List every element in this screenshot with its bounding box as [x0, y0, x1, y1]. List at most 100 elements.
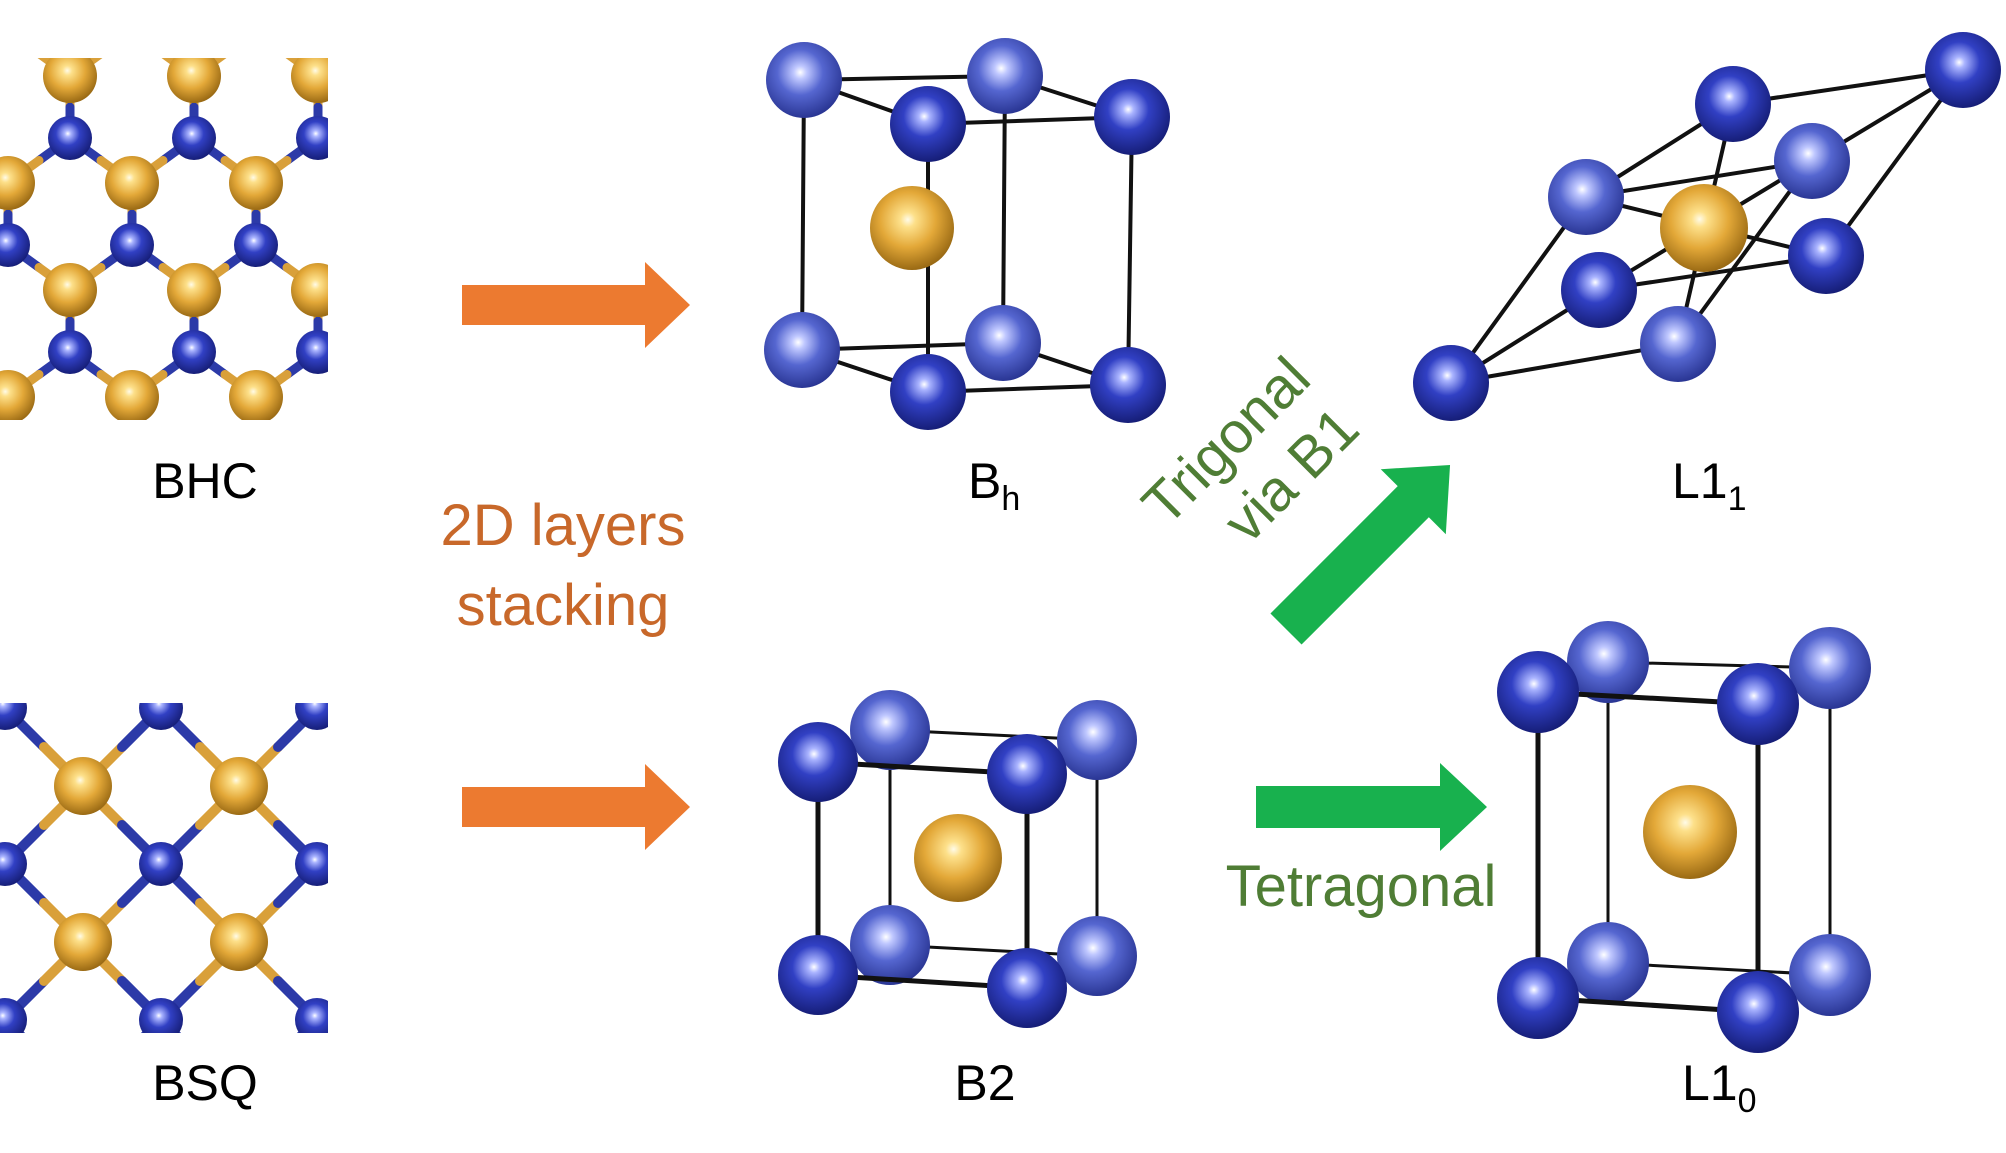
- bhc-gold-atom: [415, 263, 469, 317]
- b2-blue-atom-back: [1057, 916, 1137, 996]
- bsq-bond: [44, 1059, 83, 1098]
- bsq-blue-atom: [0, 842, 27, 886]
- bhc-gold-atom: [477, 370, 531, 424]
- bhc-bond: [349, 459, 380, 482]
- bhc-bond: [70, 482, 101, 505]
- bhc-blue-atom: [172, 544, 216, 588]
- bsq-square-layer: [0, 552, 473, 1098]
- l10-blue-atom-back: [1789, 627, 1871, 709]
- trigonal-arrow: [1270, 464, 1451, 645]
- bhc-blue-atom: [358, 9, 402, 53]
- bhc-bond: [349, 589, 380, 612]
- bhc-bond: [504, 459, 535, 482]
- bhc-blue-atom: [0, 223, 30, 267]
- bhc-blue-atom: [48, 330, 92, 374]
- bhc-blue-atom: [234, 223, 278, 267]
- bh-blue-atom: [890, 354, 966, 430]
- bhc-bond: [442, 54, 473, 77]
- bhc-bond: [318, 482, 349, 505]
- l11-blue-atom-back: [1548, 159, 1624, 235]
- b2-blue-atom-back: [850, 690, 930, 770]
- bhc-bond: [349, 375, 380, 398]
- bhc-gold-atom: [229, 370, 283, 420]
- bhc-bond: [132, 589, 163, 612]
- b2-blue-atom: [987, 948, 1067, 1028]
- bsq-bond: [356, 1059, 395, 1098]
- bsq-gold-atom: [210, 757, 268, 815]
- bhc-gold-atom: [601, 370, 655, 424]
- bsq-bond: [83, 630, 122, 669]
- l11-blue-atom: [1413, 345, 1489, 421]
- b2-blue-atom-back: [850, 905, 930, 985]
- bsq-bond: [156, 703, 174, 713]
- bsq-bond: [0, 552, 5, 591]
- bhc-blue-atom: [606, 223, 650, 267]
- l10-blue-atom-back: [1567, 621, 1649, 703]
- tetragonal-text: Tetragonal: [1226, 854, 1497, 919]
- bhc-bond: [566, 352, 597, 375]
- l11-cell-edge: [1824, 68, 1965, 258]
- bh-unit-cell: [764, 38, 1170, 430]
- bhc-bond: [39, 566, 70, 589]
- bh-cell-edge: [1126, 115, 1134, 387]
- bsq-bond: [44, 630, 83, 669]
- bhc-bond: [597, 161, 628, 184]
- bsq-blue-atom: [295, 703, 328, 730]
- bsq-bond: [0, 703, 18, 713]
- bhc-bond: [597, 375, 628, 398]
- bhc-blue-atom: [420, 116, 464, 160]
- bh-gold-atom: [870, 186, 954, 270]
- bhc-gold-atom: [43, 58, 97, 103]
- bhc-blue-atom: [544, 330, 588, 374]
- bhc-gold-atom: [167, 58, 221, 103]
- bhc-bond: [473, 245, 504, 268]
- bh-blue-atom: [1094, 79, 1170, 155]
- bhc-gold-atom: [291, 58, 328, 103]
- bsq-bond: [434, 825, 473, 864]
- bsq-bond: [356, 942, 395, 981]
- tetragonal-arrow: [1256, 763, 1487, 851]
- bh-blue-atom-back: [965, 305, 1041, 381]
- bhc-bond: [473, 31, 504, 54]
- bhc-blue-atom: [482, 437, 526, 481]
- bsq-bond: [395, 747, 434, 786]
- b2-unit-cell: [778, 690, 1137, 1028]
- bhc-blue-atom: [172, 330, 216, 374]
- bhc-gold-atom: [601, 156, 655, 210]
- bsq-bond: [304, 703, 322, 713]
- l10-blue-atom-back: [1567, 922, 1649, 1004]
- bhc-bond: [597, 245, 628, 268]
- l11-cell-edge: [1449, 195, 1588, 385]
- bhc-blue-atom: [296, 330, 328, 374]
- bhc-blue-atom: [110, 437, 154, 481]
- bhc-bond: [0, 31, 8, 54]
- bhc-bond: [535, 54, 566, 77]
- bsq-bond: [395, 903, 434, 942]
- bhc-bond: [101, 31, 132, 54]
- bh-label: Bh: [968, 453, 1020, 518]
- bsq-gold-atom: [366, 601, 424, 659]
- bhc-bond: [411, 482, 442, 505]
- bhc-bond: [8, 459, 39, 482]
- b2-blue-atom: [778, 722, 858, 802]
- bhc-bond: [225, 589, 256, 612]
- l11-blue-atom-back: [1774, 123, 1850, 199]
- bhc-bond: [380, 245, 411, 268]
- bhc-blue-atom: [110, 223, 154, 267]
- bsq-blue-atom: [0, 703, 27, 730]
- bhc-bond: [380, 31, 411, 54]
- l10-blue-atom: [1497, 957, 1579, 1039]
- bhc-bond: [628, 31, 659, 54]
- bhc-blue-atom: [48, 116, 92, 160]
- bsq-bond: [395, 591, 434, 630]
- bsq-blue-atom: [295, 998, 328, 1033]
- bhc-bond: [70, 566, 101, 589]
- bsq-blue-atom: [139, 998, 183, 1033]
- bsq-bond: [395, 1059, 434, 1098]
- b2-label: B2: [954, 1055, 1015, 1111]
- bsq-bond: [434, 708, 473, 747]
- bsq-blue-atom: [139, 703, 183, 730]
- bhc-bond: [194, 566, 225, 589]
- bhc-blue-atom: [358, 223, 402, 267]
